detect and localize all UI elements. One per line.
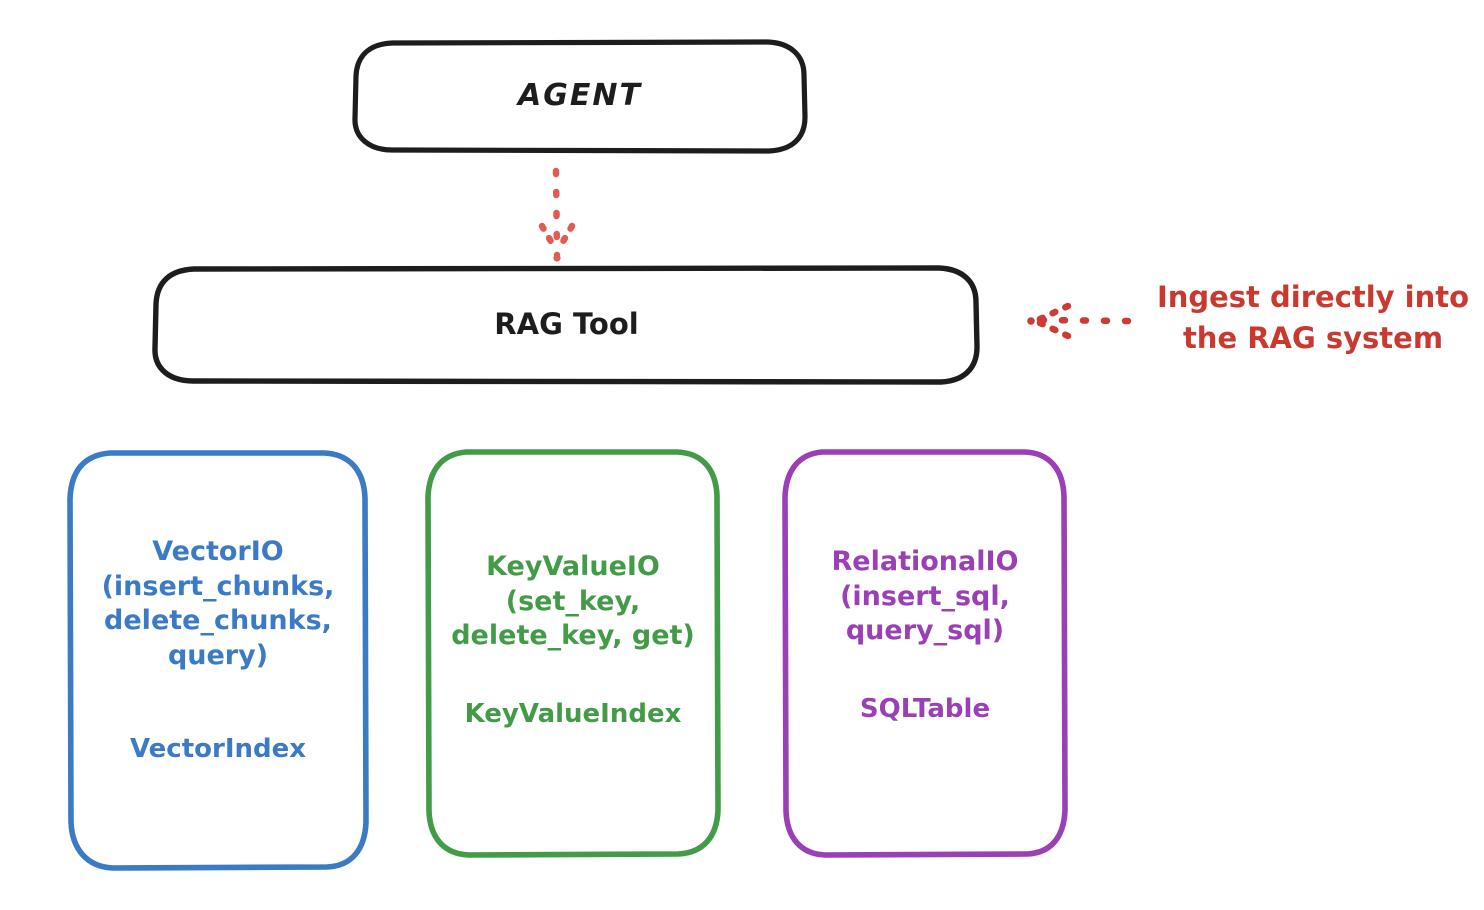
vector-io-index: VectorIndex — [129, 734, 307, 765]
rag-tool-node-label: RAG Tool — [155, 268, 978, 381]
ingest-to-rag-connector — [1027, 302, 1132, 340]
rag-tool-label-text: RAG Tool — [494, 306, 639, 341]
agent-label-text: AGENT — [518, 77, 642, 113]
ingest-annotation-label: Ingest directly into the RAG system — [1156, 280, 1470, 356]
relational-io-index: SQLTable — [859, 693, 991, 724]
relational-io-node-label: RelationalIO (insert_sql, query_sql) SQL… — [785, 452, 1065, 855]
agent-node-label: AGENT — [355, 42, 805, 150]
vector-io-title: VectorIO (insert_chunks, delete_chunks, … — [101, 536, 335, 671]
key-value-io-node-label: KeyValueIO (set_key, delete_key, get) Ke… — [428, 452, 718, 855]
key-value-io-index: KeyValueIndex — [464, 698, 682, 729]
relational-io-title: RelationalIO (insert_sql, query_sql) — [831, 546, 1019, 647]
key-value-io-title: KeyValueIO (set_key, delete_key, get) — [451, 551, 695, 652]
vector-io-node-label: VectorIO (insert_chunks, delete_chunks, … — [70, 452, 366, 868]
agent-to-rag-connector — [538, 167, 576, 262]
